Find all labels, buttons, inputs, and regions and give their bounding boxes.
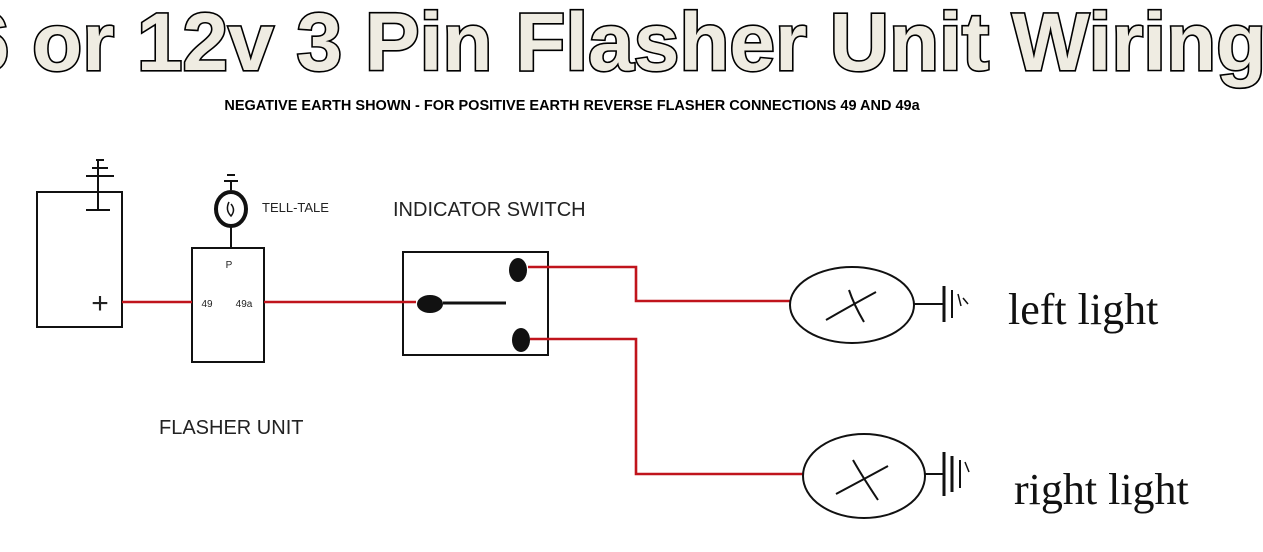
battery-positive-symbol: + xyxy=(91,287,109,320)
tell-tale-lamp xyxy=(214,174,248,248)
flasher-terminal-49a: 49a xyxy=(236,299,253,310)
left-light-earth-line-3 xyxy=(957,293,969,307)
wire-switch-to-left-light xyxy=(528,265,790,303)
wiring xyxy=(122,265,805,476)
left-light-lamp xyxy=(789,266,969,344)
flasher-unit-label: FLASHER UNIT xyxy=(159,417,303,439)
battery: + xyxy=(36,159,123,328)
flasher-unit: P 49 49a xyxy=(191,247,265,363)
right-light-lamp xyxy=(802,433,970,519)
left-light-cross-2 xyxy=(848,289,865,323)
right-light-earth-line-4 xyxy=(964,461,970,473)
diagram-subtitle: NEGATIVE EARTH SHOWN - FOR POSITIVE EART… xyxy=(224,98,920,114)
left-light-label: left light xyxy=(1008,285,1158,334)
tell-tale-filament xyxy=(226,201,235,218)
indicator-switch-label: INDICATOR SWITCH xyxy=(393,199,586,221)
diagram-title: 6 or 12v 3 Pin Flasher Unit Wiring xyxy=(0,0,1263,88)
flasher-terminal-49: 49 xyxy=(201,299,213,310)
right-light-bulb xyxy=(802,433,926,519)
indicator-switch-right-contact xyxy=(512,328,530,352)
indicator-switch-common-contact xyxy=(417,295,443,313)
flasher-unit-body xyxy=(191,247,265,363)
tell-tale-label: TELL-TALE xyxy=(262,200,329,215)
right-light-label: right light xyxy=(1014,465,1189,514)
tell-tale-bulb xyxy=(214,190,248,228)
right-light-cross-2 xyxy=(852,459,879,501)
indicator-switch-left-contact xyxy=(509,258,527,282)
wire-switch-to-right-light xyxy=(530,337,805,476)
flasher-terminal-p: P xyxy=(226,260,233,271)
indicator-switch xyxy=(402,251,549,356)
left-light-cross-1 xyxy=(825,291,877,321)
battery-body xyxy=(36,191,123,328)
